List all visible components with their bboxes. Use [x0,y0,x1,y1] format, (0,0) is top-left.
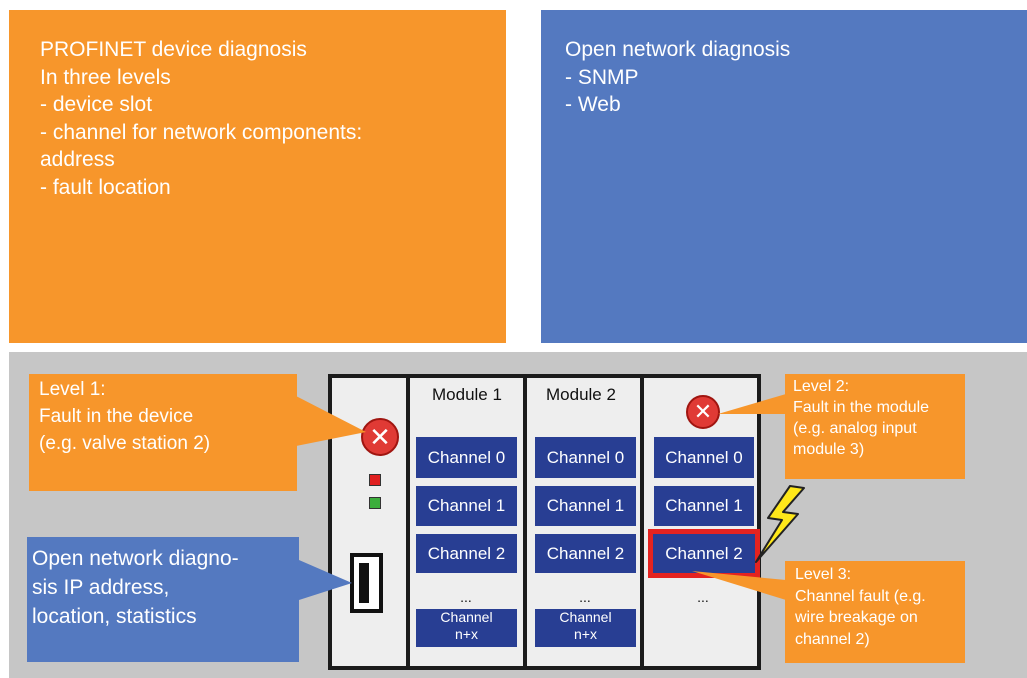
text-line: module 3) [793,441,865,458]
green-led-icon [369,497,381,509]
text-line: - channel for network components: [40,120,363,144]
level1-pointer [296,396,366,446]
profinet-diagnosis-box: PROFINET device diagnosis In three level… [9,10,506,343]
module-1-channel-0: Channel 0 [416,437,517,478]
level1-callout: Level 1: Fault in the device (e.g. valve… [29,374,297,491]
level3-pointer [692,571,786,600]
module-1-channel-1: Channel 1 [416,486,517,526]
module-2-title: Module 2 [546,385,616,404]
module-1-title: Module 1 [432,385,502,404]
module-3-ellipsis: ... [697,589,709,605]
text-line: Level 3: [795,566,852,583]
text-line: wire breakage on [795,609,918,626]
channel-label: Channel [440,609,493,625]
text-line: Open network diagnosis [565,38,791,61]
text-line: (e.g. analog input [793,420,917,437]
lightning-icon [755,485,805,563]
module-2-channel-2: Channel 2 [535,534,636,573]
text-line: channel 2) [795,630,870,648]
channel-index: n+x [455,626,478,642]
level2-callout: Level 2: Fault in the module (e.g. analo… [785,374,965,479]
module-2-ellipsis: ... [579,589,591,605]
module-3-channel-1: Channel 1 [654,486,754,526]
module-3-channel-2: Channel 2 [653,534,755,573]
module-1-channel-2: Channel 2 [416,534,517,573]
text-line: (e.g. valve station 2) [39,433,211,454]
fault-x-icon: ✕ [361,418,399,456]
module-1-ellipsis: ... [460,589,472,605]
module-2-channel-0: Channel 0 [535,437,636,478]
text-line: Fault in the device [39,406,194,427]
text-line: Level 1: [39,379,106,400]
text-line: Open network diagno- [32,547,239,570]
level3-callout: Level 3: Channel fault (e.g. wire breaka… [785,561,965,663]
channel-index: n+x [574,626,597,642]
text-line: - fault location [40,175,171,199]
text-line: address [40,148,115,171]
open-network-diagnosis-box: Open network diagnosis - SNMP - Web [541,10,1027,343]
module-1-channel-nx: Channel n+x [416,609,517,647]
open-network-pointer [299,560,352,600]
module-2-channel-nx: Channel n+x [535,609,636,647]
text-line: Channel fault (e.g. [795,587,926,605]
text-line: - device slot [40,93,153,116]
text-line: sis IP address, [32,576,170,599]
level2-pointer [718,394,786,414]
text-line: In three levels [40,65,171,89]
text-line: PROFINET device diagnosis [40,38,307,61]
text-line: Fault in the module [793,399,930,416]
red-led-icon [369,474,381,486]
fault-channel-frame [648,529,760,578]
module-2-channel-1: Channel 1 [535,486,636,526]
channel-label: Channel [559,609,612,625]
module-3-channel-0: Channel 0 [654,437,754,478]
text-line: - SNMP [565,65,639,89]
text-line: location, statistics [32,605,197,628]
fault-x-icon: ✕ [686,395,720,429]
open-network-callout: Open network diagno- sis IP address, loc… [27,537,299,662]
text-line: - Web [565,93,621,116]
text-line: Level 2: [793,378,850,395]
